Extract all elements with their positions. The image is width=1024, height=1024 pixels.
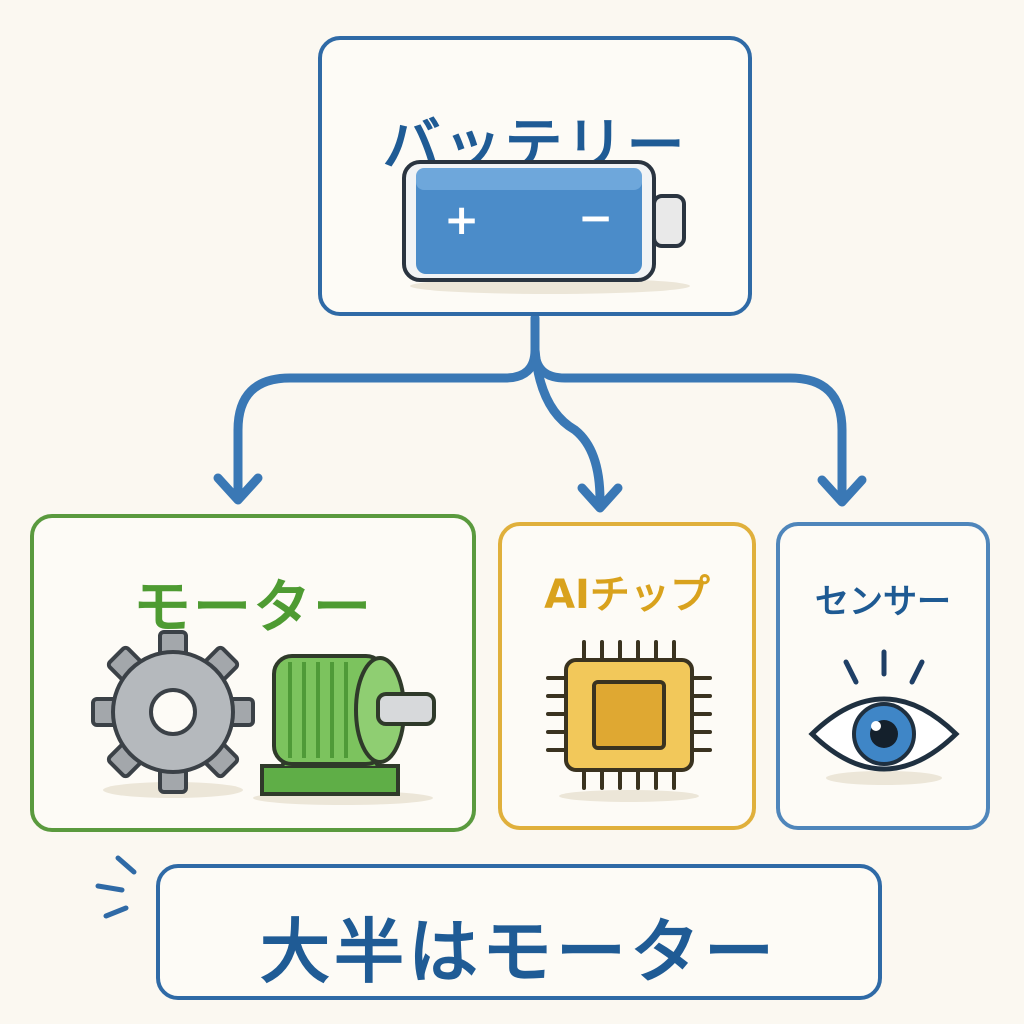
arrow-to-chip bbox=[530, 345, 605, 505]
battery-box: バッテリー + − bbox=[318, 36, 752, 316]
gear-icon bbox=[91, 630, 255, 798]
arrow-to-sensor bbox=[530, 345, 847, 497]
motor-title: モーター bbox=[132, 573, 373, 641]
sensor-title: センサー bbox=[815, 582, 951, 622]
battery-icon: + − bbox=[402, 160, 690, 294]
motor-box: モーター bbox=[30, 514, 476, 832]
svg-text:−: − bbox=[578, 193, 613, 242]
summary-text: 大半はモーター bbox=[260, 911, 778, 993]
summary-box: 大半はモーター bbox=[156, 864, 882, 1000]
svg-text:+: + bbox=[444, 195, 479, 244]
electric-motor-icon bbox=[253, 654, 436, 805]
ai-chip-title: AIチップ bbox=[544, 572, 710, 618]
cpu-chip-icon bbox=[546, 640, 712, 802]
ai-chip-box: AIチップ bbox=[498, 522, 756, 830]
arrow-to-motor bbox=[233, 313, 540, 495]
emphasis-lines-icon bbox=[95, 855, 137, 919]
eye-icon bbox=[808, 649, 960, 785]
sensor-box: センサー bbox=[776, 522, 990, 830]
